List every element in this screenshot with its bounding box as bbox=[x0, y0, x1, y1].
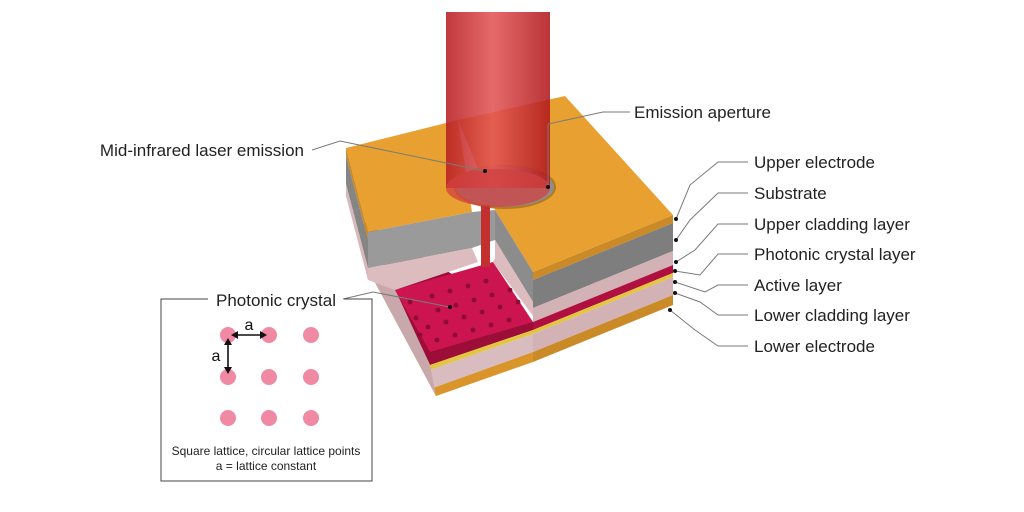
substrate-right-side bbox=[533, 223, 673, 308]
substrate-left-side bbox=[346, 156, 368, 268]
photonic-crystal-inset: Photonic crystal a a Square lattice, cir… bbox=[160, 291, 373, 482]
lattice-a-vertical: a bbox=[212, 348, 221, 365]
upper-cladding-right-side bbox=[533, 251, 673, 322]
inset-caption-line1: Square lattice, circular lattice points bbox=[172, 444, 361, 458]
lattice-point bbox=[220, 369, 236, 385]
substrate-left-front bbox=[368, 212, 472, 268]
upper-cladding-left-front bbox=[368, 248, 478, 290]
label-upper-cladding: Upper cladding layer bbox=[754, 215, 910, 234]
photonic-crystal-holes bbox=[407, 278, 521, 343]
upper-cladding-center-front bbox=[493, 240, 533, 316]
label-substrate: Substrate bbox=[754, 184, 827, 203]
lattice-point bbox=[303, 410, 319, 426]
lattice-point bbox=[220, 327, 236, 343]
labels: Mid-infrared laser emission Emission ape… bbox=[100, 103, 916, 356]
upper-electrode-left-side bbox=[346, 148, 368, 240]
lattice-a-horizontal: a bbox=[245, 317, 254, 334]
label-mid-infrared: Mid-infrared laser emission bbox=[100, 141, 304, 160]
photonic-crystal-top bbox=[395, 262, 533, 352]
lattice-points bbox=[220, 327, 319, 426]
upper-electrode-right-side bbox=[533, 215, 673, 280]
photonic-layer-right-side bbox=[533, 265, 673, 330]
lower-cladding-right-side bbox=[533, 277, 673, 352]
label-upper-electrode: Upper electrode bbox=[754, 153, 875, 172]
lattice-point bbox=[303, 327, 319, 343]
lattice-point bbox=[220, 410, 236, 426]
inner-beam bbox=[481, 205, 490, 267]
label-photonic-crystal-layer: Photonic crystal layer bbox=[754, 245, 916, 264]
label-lower-electrode: Lower electrode bbox=[754, 337, 875, 356]
lattice-point bbox=[261, 327, 277, 343]
lattice-point bbox=[261, 369, 277, 385]
inset-title: Photonic crystal bbox=[216, 291, 336, 310]
lattice-point bbox=[303, 369, 319, 385]
substrate-center-front bbox=[495, 210, 533, 302]
label-active-layer: Active layer bbox=[754, 276, 842, 295]
active-layer-right-side bbox=[533, 273, 673, 334]
upper-electrode-left-top bbox=[346, 120, 472, 232]
lattice-point bbox=[261, 410, 277, 426]
inset-caption-line2: a = lattice constant bbox=[216, 459, 317, 473]
upper-cladding-left-side bbox=[346, 184, 368, 280]
leader-lines bbox=[311, 111, 748, 347]
label-emission-aperture: Emission aperture bbox=[634, 103, 771, 122]
lower-cladding-front bbox=[364, 233, 533, 388]
lattice-arrows bbox=[224, 331, 267, 374]
label-lower-cladding: Lower cladding layer bbox=[754, 306, 910, 325]
laser-beam bbox=[446, 12, 550, 207]
lower-electrode-right-side bbox=[533, 295, 673, 362]
